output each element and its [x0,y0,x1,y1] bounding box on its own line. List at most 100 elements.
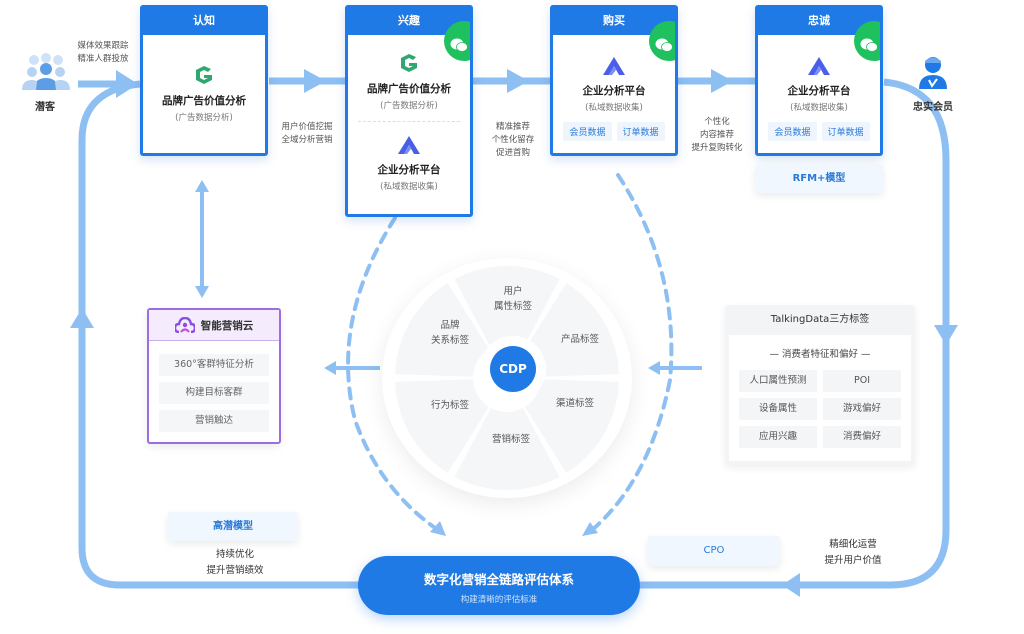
cdp-center[interactable]: CDP [490,346,536,392]
arrowhead-left-up [70,308,94,328]
note-line: 媒体效果跟踪 [77,41,129,51]
td-tag[interactable]: 人口属性预测 [739,370,817,392]
stage-body: 品牌广告价值分析 (广告数据分析) 企业分析平台 (私域数据收集) [348,21,470,192]
arrowhead-dashed-right [582,522,598,536]
note-purchase-loyalty: 个性化 内容推荐 提升复购转化 [682,116,752,155]
arrowhead-cdp-cloud [324,361,336,375]
wechat-icon [655,38,673,52]
cpo-model-box[interactable]: CPO [648,536,780,566]
segment-text: 渠道标签 [555,398,594,409]
chip-member-data[interactable]: 会员数据 [563,122,612,141]
evaluation-title: 数字化营销全链路评估体系 [423,572,574,587]
prospect-label: 潜客 [35,102,55,113]
cloud-user-icon [174,317,195,333]
stage-card-loyalty[interactable]: 忠诚 企业分析平台 (私域数据收集) 会员数据 订单数据 [755,5,883,156]
segment-text: 产品标签 [560,334,599,345]
cdp-segment-shape [525,283,619,377]
cdp-segment-behavior[interactable]: 行为标签 [415,398,485,413]
chip-order-data[interactable]: 订单数据 [821,122,870,141]
td-tag[interactable]: 消费偏好 [823,426,901,448]
note-line: 精准推荐 [495,122,530,132]
td-tag[interactable]: 游戏偏好 [823,398,901,420]
segment-text: 营销标签 [491,434,530,445]
smart-marketing-cloud-panel[interactable]: 智能营销云 360°客群特征分析 构建目标客群 营销触达 [147,308,281,444]
product-name: 企业分析平台 [377,164,441,176]
arrowhead-bottom-left [782,573,800,597]
note-line: 促进首购 [495,148,530,158]
td-tag[interactable]: POI [823,370,901,392]
cdp-segment-marketing[interactable]: 营销标签 [476,432,546,447]
stage-title: 购买 [553,8,675,35]
loop-left-line [78,80,360,589]
product-name: 品牌广告价值分析 [367,83,451,95]
smart-cloud-item[interactable]: 构建目标客群 [159,382,269,404]
smart-cloud-item[interactable]: 360°客群特征分析 [159,354,269,376]
wechat-badge [444,21,470,61]
cdp-segment-shape [454,408,560,490]
td-tag[interactable]: 应用兴趣 [739,426,817,448]
segment-text: 属性标签 [493,301,532,312]
cdp-segment-brand-relation[interactable]: 品牌 关系标签 [415,318,485,348]
wechat-badge [649,21,675,61]
note-line: 提升复购转化 [691,143,743,153]
note-line: 个性化留存 [491,135,535,145]
evaluation-system-pill[interactable]: 数字化营销全链路评估体系 构建清晰的评估标准 [358,556,640,615]
stage-card-interest[interactable]: 兴趣 品牌广告价值分析 (广告数据分析) 企业分析平台 (私域数据收集) [345,5,473,217]
loyal-member-persona: 忠实会员 [905,55,961,115]
talkingdata-panel[interactable]: TalkingData三方标签 — 消费者特征和偏好 — 人口属性预测 POI … [725,305,915,465]
note-line: 提升用户价值 [824,555,882,566]
smart-cloud-item[interactable]: 营销触达 [159,410,269,432]
cdp-segment-user-attributes[interactable]: 用户 属性标签 [478,284,548,314]
arrowhead-interest-purchase [507,69,529,93]
note-bottom-right: 精细化运营 提升用户价值 [808,537,898,569]
rfm-model-box[interactable]: RFM+模型 [755,165,883,193]
note-line: 个性化 [704,117,730,127]
segment-text: 行为标签 [430,400,469,411]
segment-text: 用户 [503,286,523,297]
brand-g-logo-icon [196,66,212,84]
chip-member-data[interactable]: 会员数据 [768,122,817,141]
cdp-segment-product[interactable]: 产品标签 [545,332,615,347]
data-chip-row: 会员数据 订单数据 [553,122,675,141]
dashed-arc-left [346,216,440,532]
cdp-segment-shape [395,283,489,377]
note-interest-purchase: 精准推荐 个性化留存 促进首购 [478,121,548,160]
note-line: 精细化运营 [829,539,877,550]
brand-g-logo-icon [401,54,417,72]
product-subtitle: (广告数据分析) [175,113,233,123]
smart-cloud-title: 智能营销云 [200,319,254,332]
cdp-segment-shape [454,266,560,348]
stage-card-purchase[interactable]: 购买 企业分析平台 (私域数据收集) 会员数据 订单数据 [550,5,678,156]
talkingdata-tag-grid: 人口属性预测 POI 设备属性 游戏偏好 应用兴趣 消费偏好 [729,360,911,448]
note-line: 持续优化 [215,549,254,560]
wechat-icon [450,38,468,52]
cdp-segments [395,266,619,490]
cdp-segment-channel[interactable]: 渠道标签 [540,396,610,411]
arrowhead-dashed-left [430,521,446,536]
wechat-badge [854,21,880,61]
loyal-member-label: 忠实会员 [913,102,953,113]
arrowhead-cloud-down [195,286,209,298]
td-tag[interactable]: 设备属性 [739,398,817,420]
arrowhead-cloud-up [195,180,209,192]
stage-title: 忠诚 [758,8,880,35]
stage-title: 认知 [143,8,265,35]
smart-cloud-header: 智能营销云 [149,310,279,341]
product-divider [358,121,460,122]
stage-title: 兴趣 [348,8,470,35]
arrowhead-awareness-interest [304,69,326,93]
wechat-icon [860,38,878,52]
talkingdata-subtitle: — 消费者特征和偏好 — [769,349,871,360]
note-line: 内容推荐 [699,130,734,140]
high-potential-model-box[interactable]: 高潜模型 [168,512,298,541]
arrowhead-right-down [934,325,958,345]
note-line: 精准人群投放 [77,54,129,64]
evaluation-subtitle: 构建清晰的评估标准 [460,595,538,605]
chip-order-data[interactable]: 订单数据 [616,122,665,141]
arrowhead-into-awareness [116,70,138,98]
product-subtitle: (私域数据收集) [380,182,438,192]
arrowhead-purchase-loyalty [711,69,733,93]
product-subtitle: (私域数据收集) [585,103,643,113]
people-group-icon [22,53,70,90]
stage-card-awareness[interactable]: 认知 品牌广告价值分析 (广告数据分析) [140,5,268,156]
